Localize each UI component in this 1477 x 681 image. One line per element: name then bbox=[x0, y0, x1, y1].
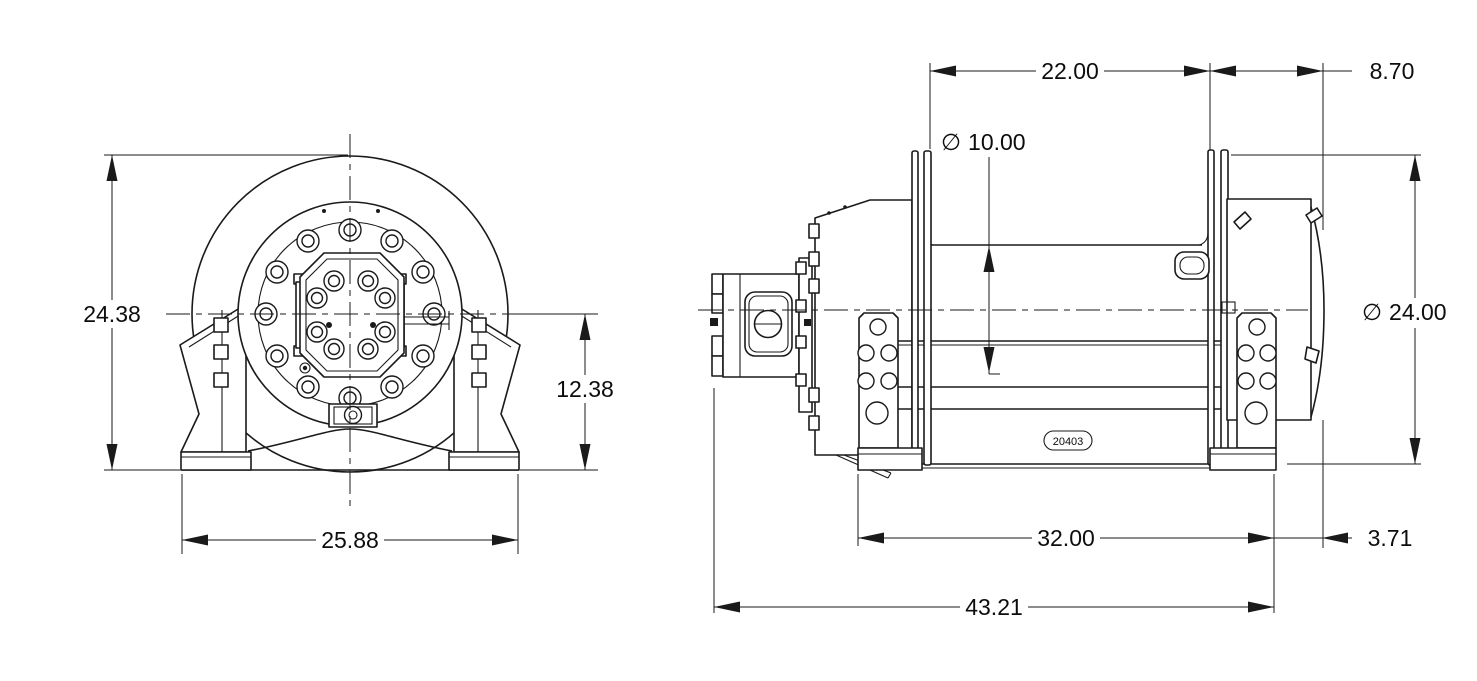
dim-barrel-diameter: ∅10.00 bbox=[941, 129, 1026, 375]
left-tie-bracket bbox=[857, 312, 923, 471]
dim-overall-height: 24.38 bbox=[78, 154, 348, 471]
dim-end-section: 8.70 bbox=[1210, 58, 1414, 548]
left-drum-flange bbox=[923, 150, 932, 466]
diameter-symbol-icon: ∅ bbox=[1362, 299, 1382, 325]
side-view: 20403 22.00 8.70 bbox=[698, 57, 1476, 621]
diameter-symbol-icon: ∅ bbox=[941, 129, 961, 155]
small-port bbox=[299, 362, 311, 374]
dim-flange-spacing: 22.00 bbox=[929, 57, 1211, 150]
dim-flange-diameter-label: ∅24.00 bbox=[1362, 299, 1447, 325]
leg-bolt bbox=[213, 372, 229, 388]
leg-bolt bbox=[213, 344, 229, 360]
hydraulic-motor bbox=[710, 257, 813, 413]
drum-barrel bbox=[923, 233, 1209, 246]
dim-center-to-base: 12.38 bbox=[520, 313, 619, 471]
dim-base-width: 25.88 bbox=[181, 474, 519, 554]
rope-anchor-pocket bbox=[1174, 251, 1210, 280]
leg-bolt bbox=[471, 344, 487, 360]
dim-center-to-base-label: 12.38 bbox=[556, 376, 614, 402]
bottom-clamp bbox=[328, 403, 378, 428]
flange-bolt-circle bbox=[254, 218, 446, 410]
leg-bolt bbox=[213, 317, 229, 333]
left-support-leg bbox=[179, 305, 252, 471]
dim-end-overhang-label: 3.71 bbox=[1368, 525, 1413, 551]
left-foot bbox=[180, 451, 252, 471]
dim-base-length-label: 32.00 bbox=[1037, 525, 1095, 551]
right-support-leg bbox=[448, 305, 521, 471]
dim-overall-length: 43.21 bbox=[713, 388, 1274, 621]
leg-bolt bbox=[471, 372, 487, 388]
right-foot bbox=[448, 451, 520, 471]
dim-overall-height-label: 24.38 bbox=[83, 301, 141, 327]
dim-flange-spacing-label: 22.00 bbox=[1041, 58, 1099, 84]
dim-end-overhang: 3.71 bbox=[1274, 525, 1412, 551]
dim-base-length: 32.00 bbox=[857, 474, 1275, 613]
right-base-foot bbox=[1209, 447, 1277, 471]
dim-flange-diameter: ∅24.00 bbox=[1231, 154, 1476, 465]
part-number-label: 20403 bbox=[1053, 436, 1084, 448]
front-view: 24.38 12.38 25.88 bbox=[78, 134, 619, 554]
dim-base-width-label: 25.88 bbox=[321, 527, 379, 553]
dim-overall-length-label: 43.21 bbox=[965, 594, 1023, 620]
index-dot bbox=[376, 209, 380, 213]
motor-mount bbox=[293, 252, 450, 378]
dim-barrel-diameter-label: ∅10.00 bbox=[941, 129, 1026, 155]
left-base-foot bbox=[857, 447, 923, 471]
part-number-tag: 20403 bbox=[1043, 430, 1093, 451]
dim-end-section-label: 8.70 bbox=[1370, 58, 1415, 84]
right-tie-bracket bbox=[1209, 312, 1277, 471]
leg-bolt bbox=[471, 317, 487, 333]
base-channel bbox=[898, 340, 1237, 469]
right-drum-flange bbox=[1207, 149, 1215, 466]
left-drum-flange bbox=[911, 150, 919, 466]
index-dot bbox=[322, 209, 326, 213]
